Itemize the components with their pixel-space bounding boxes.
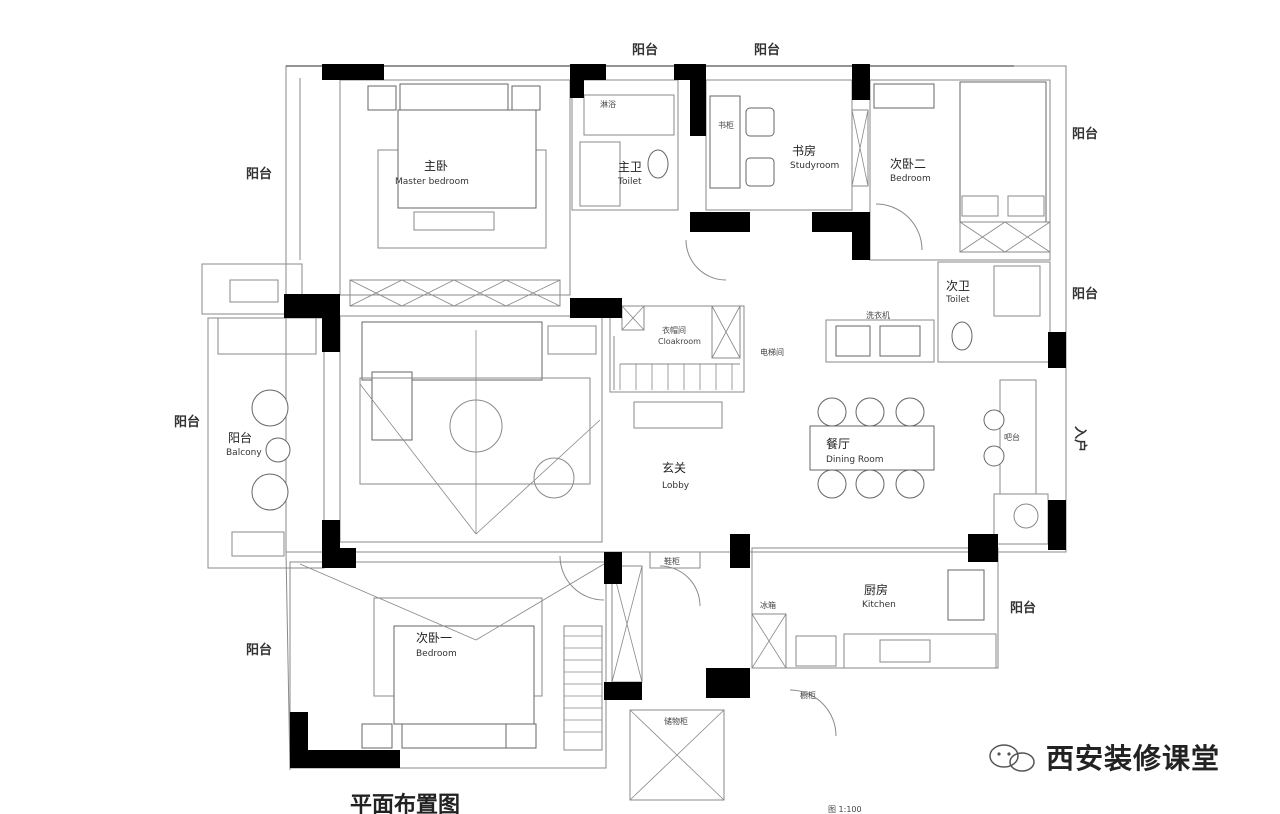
master-bedroom-en: Master bedroom [395,177,469,187]
master-toilet: 淋浴 主卫 Toilet [571,79,679,211]
guest-toilet-label: 次卫 [946,279,970,293]
shoe-cabinet-tag: 鞋柜 [664,556,680,566]
study-label: 书房 [792,143,816,158]
first-bedroom-label: 次卧一 [416,631,452,645]
master-bedroom: 主卧 Master bedroom [339,79,571,307]
master-bedroom-label: 主卧 [424,159,448,173]
side-label-left-lower: 阳台 [246,642,272,658]
guest-toilet: 洗衣机 次卫 Toilet [825,261,1051,363]
watermark: 西安装修课堂 [989,742,1220,775]
watermark-text: 西安装修课堂 [1046,742,1220,775]
wall-columns [284,64,1066,768]
lobby-label: 玄关 [662,460,686,475]
lobby-en: Lobby [662,481,690,491]
wechat-icon [989,744,1035,772]
cloakroom: 衣帽间 Cloakroom 电梯间 [609,305,784,429]
balcony-en: Balcony [226,448,262,458]
side-label-right-upper: 阳台 [1072,126,1098,142]
hall-storage: 鞋柜 储物柜 [611,551,725,801]
cloakroom-label: 衣帽间 [662,325,686,335]
kitchen: 冰箱 厨房 Kitchen 橱柜 [751,547,999,737]
dining-en: Dining Room [826,455,884,465]
left-balcony: 阳台 Balcony [201,263,325,569]
dining-label: 餐厅 [826,436,850,451]
kitchen-en: Kitchen [862,600,896,610]
lobby: 玄关 Lobby [662,460,690,491]
bookcase-tag: 书柜 [718,120,734,130]
bar-tag: 吧台 [1004,432,1020,442]
study-en: Studyroom [790,161,839,171]
cloakroom-en: Cloakroom [658,337,701,346]
elevator-tag: 电梯间 [760,347,784,357]
side-label-top-left: 阳台 [632,42,658,58]
side-label-top-right: 阳台 [754,42,780,58]
master-toilet-label: 主卫 [618,160,642,174]
washer-tag: 洗衣机 [866,310,890,320]
study-room: 书柜 书房 Studyroom [705,79,869,211]
side-label-right-lower: 阳台 [1010,600,1036,616]
kitchen-label: 厨房 [864,582,888,597]
guest-toilet-en: Toilet [945,295,970,305]
dining-room: 餐厅 Dining Room 吧台 [809,379,1049,545]
second-bedroom-en: Bedroom [890,174,931,184]
plan-subtitle: 图 1:100 [828,805,862,814]
side-label-right-mid: 阳台 [1072,286,1098,302]
storage-tag: 储物柜 [664,716,688,726]
side-label-left-upper: 阳台 [246,166,272,182]
side-label-right-entry: 入户 [1072,426,1088,452]
first-bedroom: 次卧一 Bedroom [289,561,607,769]
second-bedroom: 次卧二 Bedroom [869,79,1051,261]
side-label-left-mid: 阳台 [174,414,200,430]
balcony-label: 阳台 [228,430,252,445]
door-arcs [559,239,727,607]
second-bedroom-label: 次卧二 [890,157,926,171]
first-bedroom-en: Bedroom [416,649,457,659]
plan-title: 平面布置图 [350,792,460,814]
side-labels: 阳台 阳台 阳台 阳台 阳台 阳台 阳台 阳台 入户 [174,42,1098,658]
master-toilet-en: Toilet [617,177,642,187]
shower-tag: 淋浴 [600,99,616,109]
cabinet-tag: 橱柜 [800,690,816,700]
fridge-tag: 冰箱 [760,600,776,610]
living-room [339,315,603,543]
